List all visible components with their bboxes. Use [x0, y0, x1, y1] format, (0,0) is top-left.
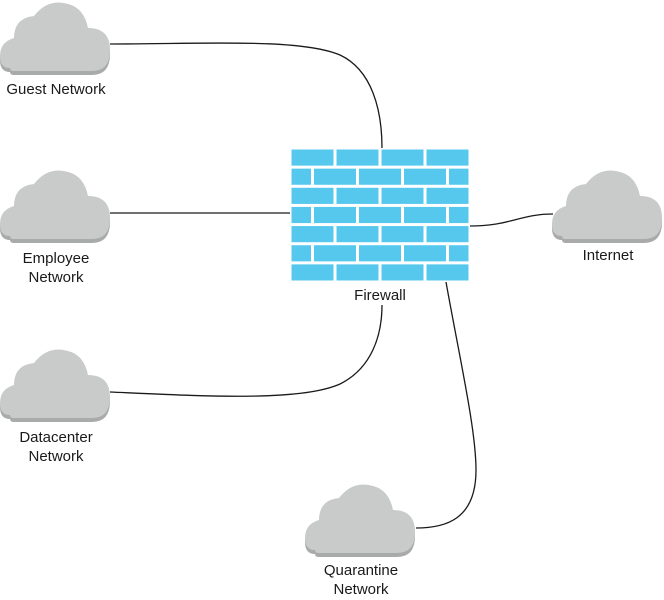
- firewall-brick: [291, 149, 334, 166]
- firewall-brick: [449, 168, 469, 185]
- firewall-brick: [359, 245, 401, 262]
- link-datacenter-firewall: [109, 304, 383, 397]
- quarantine-network-label: Quarantine Network: [323, 562, 399, 598]
- firewall-brick: [404, 245, 446, 262]
- link-firewall-quarantine: [415, 281, 477, 529]
- cloud-icon: [0, 2, 110, 75]
- cloud-icon: [0, 349, 110, 422]
- firewall-brick: [426, 149, 469, 166]
- firewall-brick: [291, 206, 311, 224]
- firewall-brick: [314, 245, 356, 262]
- firewall-brick: [314, 168, 356, 185]
- firewall-brick: [449, 206, 469, 224]
- link-firewall-internet: [469, 213, 554, 227]
- firewall-brick: [426, 226, 469, 243]
- firewall-brick: [314, 206, 356, 224]
- firewall-brick: [291, 168, 311, 185]
- firewall-brick: [381, 149, 424, 166]
- internet-label: Internet: [582, 247, 634, 264]
- guest-network-label: Guest Network: [6, 81, 106, 98]
- firewall-brick: [359, 206, 401, 224]
- firewall-brick: [336, 264, 379, 281]
- cloud-icon: [552, 170, 662, 243]
- datacenter-network-label: Datacenter Network: [19, 429, 93, 465]
- connections: [109, 42, 554, 529]
- cloud-icon: [305, 484, 415, 557]
- firewall-brick: [291, 245, 311, 262]
- firewall-brick: [381, 226, 424, 243]
- firewall-brick: [291, 187, 334, 204]
- firewall-brick: [381, 264, 424, 281]
- link-guest-firewall: [109, 42, 383, 149]
- firewall-brick: [449, 245, 469, 262]
- firewall-brick: [291, 226, 334, 243]
- firewall-icon: [290, 148, 470, 282]
- cloud-icon: [0, 170, 110, 243]
- firewall-brick: [359, 168, 401, 185]
- firewall-label: Firewall: [354, 287, 406, 304]
- firewall-brick: [426, 264, 469, 281]
- employee-network-label: Employee Network: [22, 250, 90, 286]
- firewall-brick: [291, 264, 334, 281]
- firewall-brick: [336, 187, 379, 204]
- firewall-brick: [404, 168, 446, 185]
- firewall-brick: [381, 187, 424, 204]
- firewall-brick: [336, 149, 379, 166]
- firewall-brick: [404, 206, 446, 224]
- firewall-brick: [426, 187, 469, 204]
- firewall-brick: [336, 226, 379, 243]
